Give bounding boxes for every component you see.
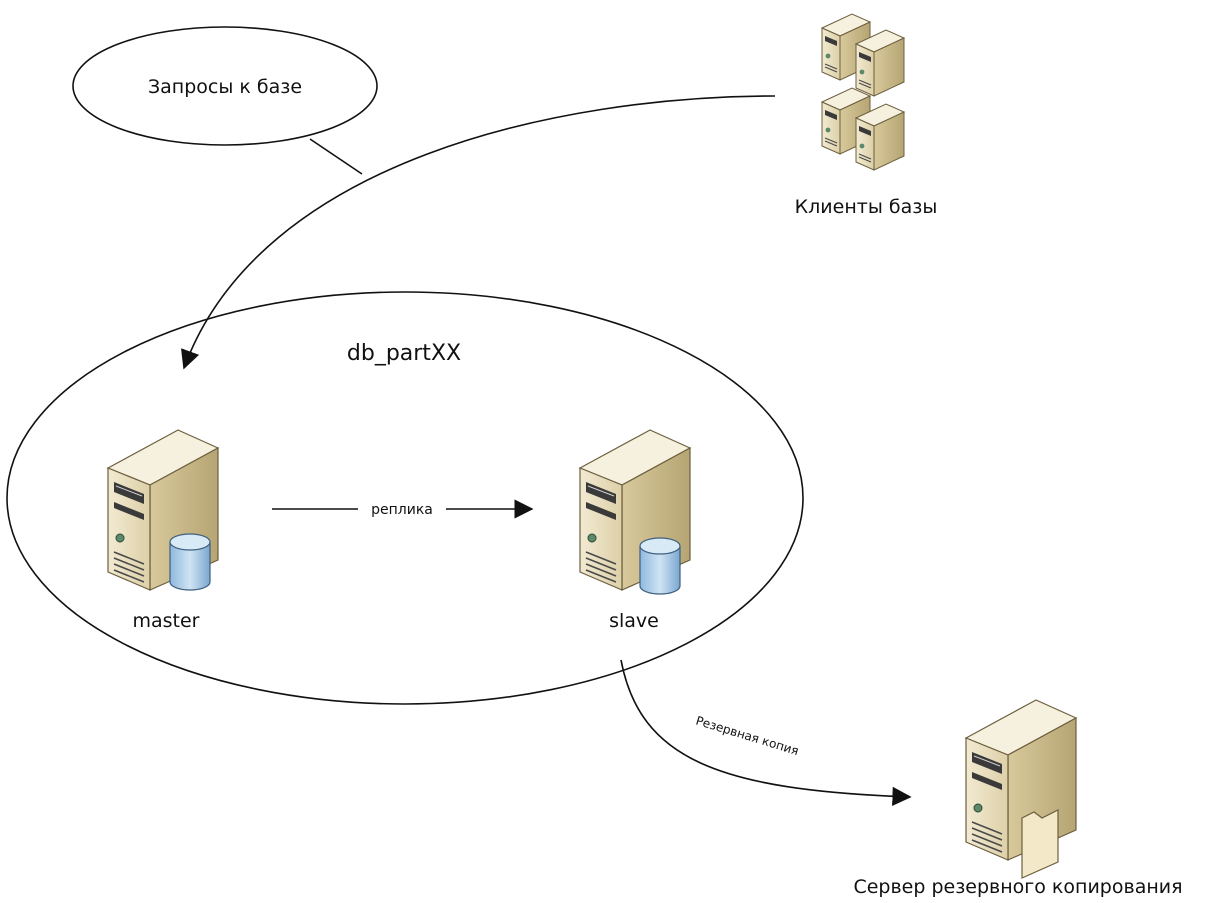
backup-flow-arrow <box>620 659 912 806</box>
backup-server-node: Сервер резервного копирования <box>853 699 1183 898</box>
queries-label: Запросы к базе <box>148 76 302 98</box>
clients-node: Клиенты базы <box>795 13 938 218</box>
client-servers-icon <box>821 13 905 171</box>
queries-ellipse <box>72 26 378 146</box>
clients-label: Клиенты базы <box>795 196 938 218</box>
master-server-icon <box>107 429 219 591</box>
slave-node: slave <box>579 429 691 632</box>
replica-edge: реплика <box>272 499 534 519</box>
queries-callout-connector <box>309 138 363 175</box>
master-node: master <box>107 429 219 632</box>
queries-callout: Запросы к базе <box>72 26 378 175</box>
slave-server-icon <box>579 429 691 595</box>
replica-label: реплика <box>371 502 433 518</box>
slave-label: slave <box>609 610 659 632</box>
backup-server-label: Сервер резервного копирования <box>853 876 1182 898</box>
backup-edge: Резервная копия <box>620 659 912 806</box>
backup-label: Резервная копия <box>694 713 800 758</box>
backup-server-icon <box>965 699 1077 879</box>
cluster-label: db_partXX <box>347 341 461 366</box>
cluster-ellipse <box>6 291 804 705</box>
cluster-group: db_partXX <box>6 291 804 705</box>
master-label: master <box>132 610 199 632</box>
queries-flow-arrow <box>181 95 776 370</box>
